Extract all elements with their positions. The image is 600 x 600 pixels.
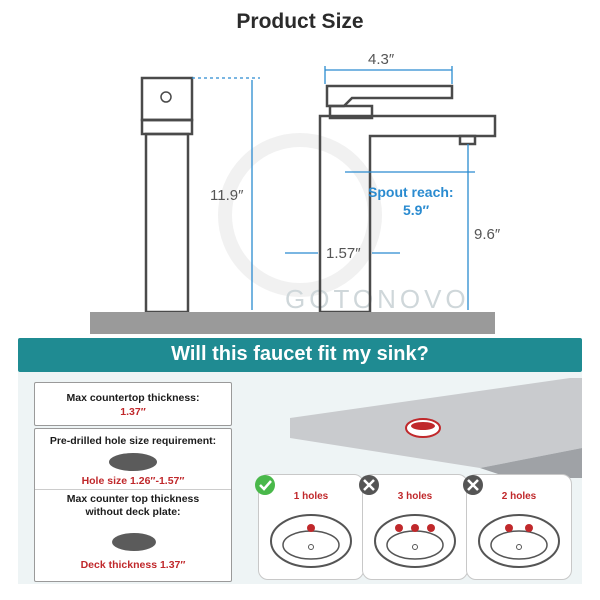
- option-1-holes: 1 holes: [255, 474, 364, 580]
- spout-height-label: 9.6″: [474, 226, 501, 243]
- sink-2-holes-icon: [478, 514, 560, 568]
- base-width-label: 1.57″: [326, 245, 361, 262]
- fit-title: Will this faucet fit my sink?: [171, 343, 429, 365]
- thickness-label: Max countertop thickness:: [66, 392, 200, 404]
- hole-requirement-label: Pre-drilled hole size requirement:: [49, 435, 217, 447]
- thickness-card: Max countertop thickness: 1.37″: [34, 382, 232, 426]
- option-2-holes: 2 holes: [463, 474, 572, 580]
- cross-icon: [463, 475, 483, 495]
- hole-requirement-card: Pre-drilled hole size requirement: Hole …: [34, 428, 232, 582]
- watermark-logo: [218, 133, 382, 297]
- page-title: Product Size: [236, 10, 364, 33]
- deck-icon: [112, 533, 156, 551]
- sink-illustration: [290, 378, 582, 478]
- option-label: 1 holes: [293, 491, 329, 502]
- hole-size-value: Hole size 1.26″-1.57″: [81, 475, 185, 487]
- hole-icon: [109, 453, 157, 471]
- check-icon: [255, 475, 275, 495]
- thickness-value: 1.37″: [120, 406, 146, 418]
- no-plate-label-2: without deck plate:: [85, 506, 181, 518]
- faucet-front-view: [140, 76, 194, 314]
- spout-reach-value: 5.9″: [403, 202, 430, 218]
- faucet-dimension-diagram: GOTONOVO: [90, 66, 497, 334]
- width-label: 4.3″: [368, 51, 395, 68]
- dimension-lines: [192, 66, 475, 310]
- watermark-text: GOTONOVO: [285, 284, 470, 314]
- cross-icon: [359, 475, 379, 495]
- sink-3-holes-icon: [374, 514, 456, 568]
- height-total-label: 11.9″: [210, 187, 244, 204]
- countertop: [90, 312, 495, 334]
- sink-1-hole-icon: [270, 514, 352, 568]
- option-3-holes: 3 holes: [359, 474, 468, 580]
- no-plate-label-1: Max counter top thickness: [66, 493, 200, 505]
- spout-reach-label: Spout reach:: [368, 184, 454, 200]
- option-label: 2 holes: [501, 491, 537, 502]
- card-divider: [35, 489, 231, 490]
- deck-thickness-value: Deck thickness 1.37″: [80, 559, 186, 571]
- option-label: 3 holes: [397, 491, 433, 502]
- fit-banner: Will this faucet fit my sink?: [18, 338, 582, 372]
